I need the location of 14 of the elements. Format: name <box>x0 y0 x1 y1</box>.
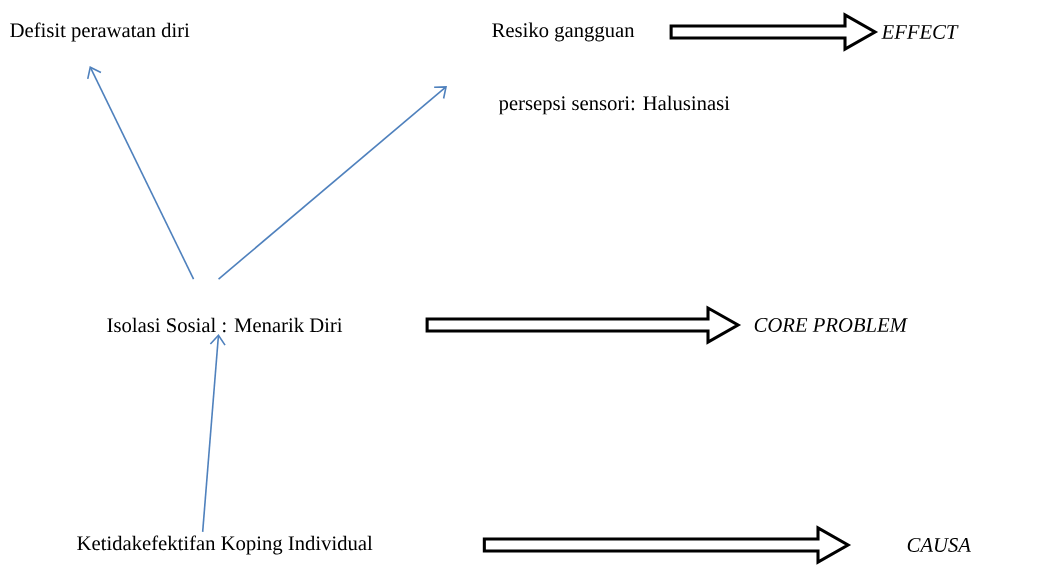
concept-label: EFFECT <box>881 25 959 39</box>
concept-label: Ketidakefektifan Koping Individual <box>77 535 373 555</box>
concept-label: persepsi sensori: Halusinasi <box>498 95 730 115</box>
concept-label: Isolasi Sosial : Menarik Diri <box>107 317 343 333</box>
concept-label: CAUSA <box>907 538 971 552</box>
block-arrow <box>669 12 879 52</box>
arrow <box>86 66 195 280</box>
concept-label: Defisit perawatan diri <box>10 22 190 42</box>
arrow <box>217 86 447 280</box>
concept-label: CORE PROBLEM <box>754 318 908 332</box>
concept-label: Resiko gangguan <box>492 22 635 42</box>
arrow <box>201 333 226 533</box>
block-arrow <box>425 305 742 345</box>
block-arrow <box>482 525 852 565</box>
